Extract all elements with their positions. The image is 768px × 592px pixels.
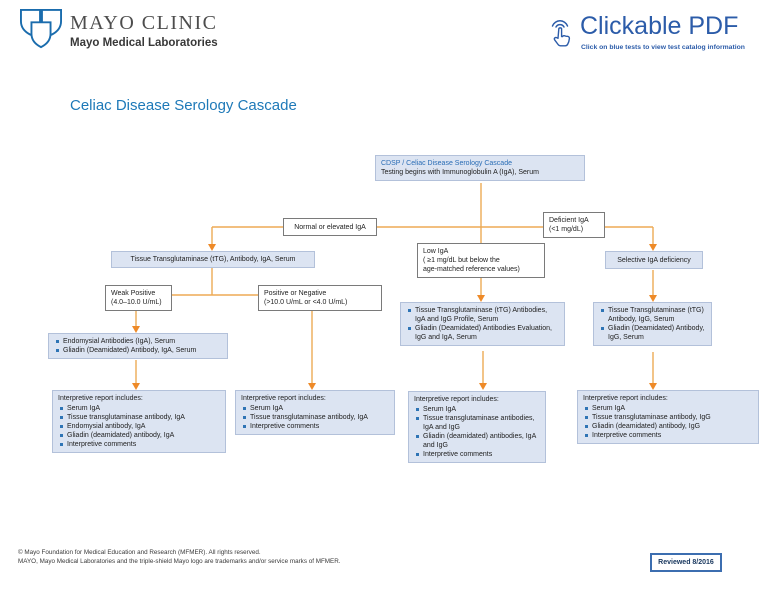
label-text: age-matched reference values): [423, 266, 520, 273]
mayo-triple-shield-logo: [18, 8, 64, 50]
right-tests-box[interactable]: Tissue Transglutaminase (tTG) Antibody, …: [593, 302, 712, 346]
clickable-pdf-subtitle: Click on blue tests to view test catalog…: [581, 44, 745, 51]
ttg-iga-test-box[interactable]: Tissue Transglutaminase (tTG), Antibody,…: [111, 251, 315, 268]
footer-copyright: © Mayo Foundation for Medical Education …: [18, 548, 341, 566]
report-item: Interpretive comments: [414, 450, 540, 459]
footer-line: MAYO, Mayo Medical Laboratories and the …: [18, 558, 341, 565]
clickable-pdf-title: Clickable PDF: [580, 12, 739, 40]
test-link[interactable]: Tissue Transglutaminase (tTG) Antibody, …: [599, 306, 706, 324]
report-item: Gliadin (deamidated) antibody, IgG: [583, 422, 753, 431]
report-item: Serum IgA: [583, 404, 753, 413]
test-link[interactable]: Gliadin (Deamidated) Antibody, IgA, Seru…: [54, 346, 222, 355]
reviewed-date-text: Reviewed 8/2016: [658, 559, 714, 566]
label-positive-or-negative: Positive or Negative (>10.0 U/mL or <4.0…: [258, 285, 382, 311]
reviewed-date-badge: Reviewed 8/2016: [650, 553, 722, 572]
label-text: Weak Positive: [111, 290, 156, 297]
label-text: Selective IgA deficiency: [617, 256, 691, 264]
report-item: Serum IgA: [241, 404, 389, 413]
test-link[interactable]: Gliadin (Deamidated) Antibodies Evaluati…: [406, 324, 559, 342]
report-item: Tissue transglutaminase antibodies, IgA …: [414, 414, 540, 432]
label-text: (4.0–10.0 U/mL): [111, 299, 162, 306]
brand-title: MAYO CLINIC: [70, 12, 218, 34]
brand-subtitle: Mayo Medical Laboratories: [70, 37, 218, 49]
report-item: Interpretive comments: [583, 431, 753, 440]
label-text: Normal or elevated IgA: [294, 223, 366, 231]
report-header: Interpretive report includes:: [58, 395, 143, 402]
test-link[interactable]: Tissue Transglutaminase (tTG), Antibody,…: [130, 256, 296, 263]
report-item: Tissue transglutaminase antibody, IgA: [58, 413, 220, 422]
report-item: Serum IgA: [414, 405, 540, 414]
label-text: Low IgA: [423, 248, 449, 255]
report-header: Interpretive report includes:: [414, 396, 499, 403]
report-item: Gliadin (deamidated) antibodies, IgA and…: [414, 432, 540, 450]
report-header: Interpretive report includes:: [241, 395, 326, 402]
label-deficient-iga: Deficient IgA (<1 mg/dL): [543, 212, 605, 238]
label-weak-positive: Weak Positive (4.0–10.0 U/mL): [105, 285, 172, 311]
report-item: Serum IgA: [58, 404, 220, 413]
report-item: Interpretive comments: [241, 422, 389, 431]
label-normal-or-elevated-iga: Normal or elevated IgA: [283, 218, 377, 236]
report-item: Tissue transglutaminase antibody, IgA: [241, 413, 389, 422]
test-link[interactable]: Tissue Transglutaminase (tTG) Antibodies…: [406, 306, 559, 324]
report-item: Gliadin (deamidated) antibody, IgA: [58, 431, 220, 440]
mid-tests-box[interactable]: Tissue Transglutaminase (tTG) Antibodies…: [400, 302, 565, 346]
label-text: Deficient IgA: [549, 217, 589, 224]
label-text: ( ≥1 mg/dL but below the: [423, 257, 500, 264]
report-item: Interpretive comments: [58, 440, 220, 449]
start-test-link[interactable]: CDSP / Celiac Disease Serology Cascade: [381, 160, 512, 167]
brand-text: MAYO CLINIC Mayo Medical Laboratories: [70, 12, 218, 49]
report-item: Endomysial antibody, IgA: [58, 422, 220, 431]
report-header: Interpretive report includes:: [583, 395, 668, 402]
label-text: (<1 mg/dL): [549, 226, 584, 233]
label-low-iga: Low IgA ( ≥1 mg/dL but below the age-mat…: [417, 243, 545, 278]
test-list: Tissue Transglutaminase (tTG) Antibody, …: [599, 306, 706, 342]
selective-iga-deficiency-box: Selective IgA deficiency: [605, 251, 703, 269]
start-box-text: Testing begins with Immunoglobulin A (Ig…: [381, 169, 539, 176]
test-link[interactable]: Endomysial Antibodies (IgA), Serum: [54, 337, 222, 346]
label-text: Positive or Negative: [264, 290, 327, 297]
click-hand-icon: [546, 16, 576, 52]
page-title: Celiac Disease Serology Cascade: [70, 97, 297, 114]
report-item: Tissue transglutaminase antibody, IgG: [583, 413, 753, 422]
test-link[interactable]: Gliadin (Deamidated) Antibody, IgG, Seru…: [599, 324, 706, 342]
footer-line: © Mayo Foundation for Medical Education …: [18, 549, 261, 556]
test-list: Tissue Transglutaminase (tTG) Antibodies…: [406, 306, 559, 342]
start-box[interactable]: CDSP / Celiac Disease Serology Cascade T…: [375, 155, 585, 181]
label-text: (>10.0 U/mL or <4.0 U/mL): [264, 299, 348, 306]
